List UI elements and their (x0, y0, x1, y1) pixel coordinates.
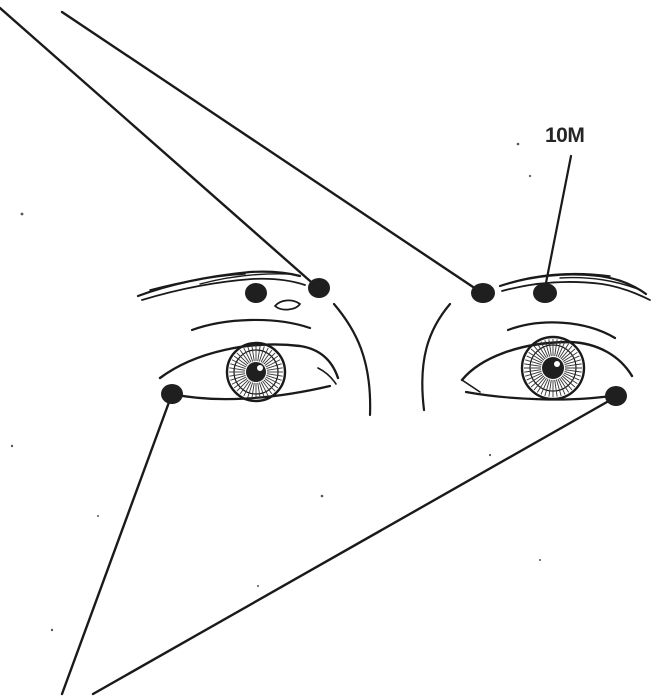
right-eye (462, 337, 632, 399)
nose-left-line (334, 304, 370, 415)
right-eyelid-crease (508, 322, 615, 338)
nose-right-line (422, 304, 450, 410)
leader-line-right-brow-inner (62, 12, 482, 293)
point-marker (533, 283, 557, 303)
point-marker (245, 283, 267, 303)
left-eyebrow (138, 272, 305, 300)
point-marker (308, 278, 330, 298)
right-eyebrow (500, 274, 650, 300)
point-marker (471, 283, 495, 303)
leader-line-left-eye-outer (62, 394, 172, 694)
point-marker (161, 384, 183, 404)
point-label-10m: 10M (545, 124, 584, 147)
glabella-mark (275, 300, 300, 309)
leader-line-right-eye-outer (93, 398, 614, 694)
leader-lines (0, 8, 614, 694)
point-marker (605, 386, 627, 406)
leader-line-10m (545, 156, 571, 288)
left-eyelid-crease (192, 320, 310, 330)
leader-line-left-brow-inner (0, 8, 318, 288)
left-eye (160, 343, 338, 401)
